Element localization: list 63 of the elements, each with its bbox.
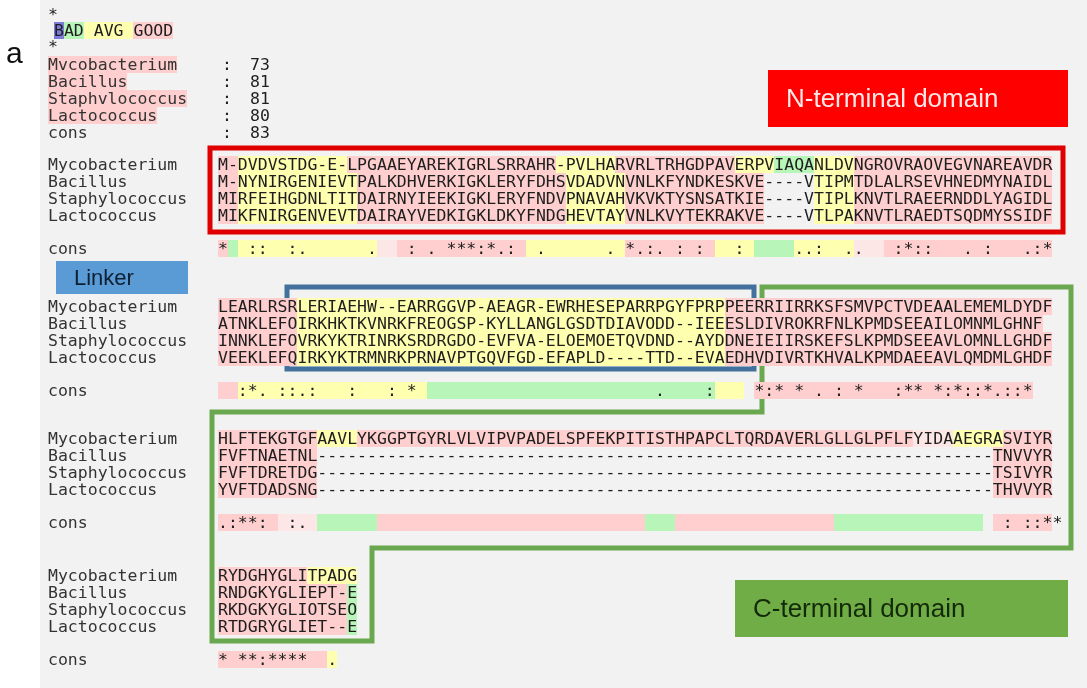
sequence-text: ATNKLEFOIRKHKTKVNRKFREOGSP-KYLLANGLGSDTDIAVODD--IEEESLDIVROKRFNLKPMDSEEAILOMNMLGHNF [218,315,1043,332]
sequence-text: RTDGRYGLIET--E [218,618,358,635]
domain-label: N-terminal domain [768,70,1068,127]
sequence-text: INNKLEFOVRKYKTRINRKSRDRGDO-EVFVA-ELOEMOETQVDND--AYDDNEIEIIRSKEFSLKPMDSEEAVLOMNLLGHDF [218,332,1053,349]
species-name: Staphylococcus [48,601,188,618]
consensus-label: cons [48,651,88,668]
consensus-symbols: * :: :. . : . ***:*.: . . *.:. : : : ..: .. :*:: . : .:* [218,240,1053,257]
species-name: Lactococcus [48,107,158,124]
species-name: Staphvlococcus [48,90,188,107]
species-name: Mycobacterium [48,298,178,315]
colon-separator: : [222,73,232,90]
sequence-text: MIRFEIHGDNLTITDAIRNYIEEKIGKLERYFNDVPNAVAHVKVKTYSNSATKIE----VTIPLKNVTLRAEERNDDLYAGIDL [218,190,1053,207]
sequence-text: M-DVDVSTDG-E-LPGAAEYAREKIGRLSRRAHR-PVLHARVRLTRHGDPAVERPVIAQANLDVNGROVRAOVEGVNAREAVDR [218,156,1053,173]
domain-outline [207,145,1066,235]
sequence-text: HLFTEKGTGFAAVLYKGGPTGYRLVLVIPVPADELSPFEKPITISTHPAPCLTQRDAVERLGLLGLPFLFYIDAAEGRASVIYR [218,430,1053,447]
sequence-text: M-NYNIRGENIEVTPALKDHVERKIGKLERYFDHSVDADVNVNLKFYNDKESKVE----VTIPMTDLALRSEVHNEDMYNAIDL [218,173,1053,190]
domain-label: C-terminal domain [735,580,1068,637]
species-name: Bacillus [48,173,128,190]
consensus-symbols: * **:**** . [218,651,338,668]
sequence-text: FVFTNAETNL--------------------------------------------------------------------TNVVYR [218,447,1053,464]
colon-separator: : [222,107,232,124]
sequence-text: RYDGHYGLITPADG [218,567,358,584]
species-name: Bacillus [48,584,128,601]
species-name: Bacillus [48,73,128,90]
species-name: Lactococcus [48,207,158,224]
species-name: Lactococcus [48,618,158,635]
consensus-label: cons [48,514,88,531]
asterisk-mark: * [48,38,58,55]
domain-outline [209,284,1074,644]
sequence-text: VEEKLEFQIRKYKTRMNRKPRNAVPTGQVFGD-EFAPLD----TTD--EVAEDHVDIVRTKHVALKPMDAEEAVLQMDMLGHDF [218,349,1053,366]
consensus-symbols: .:**: :. : ::** [218,514,1063,531]
species-name: Mycobacterium [48,567,178,584]
species-name: Lactococcus [48,481,158,498]
consensus-label: cons [48,382,88,399]
species-name: Staphylococcus [48,190,188,207]
species-name: Staphylococcus [48,332,188,349]
sequence-text: RKDGKYGLIOTSEO [218,601,358,618]
species-name: cons [48,124,88,141]
panel-letter: a [6,36,23,70]
sequence-text: RNDGKYGLIEPT-E [218,584,358,601]
colon-separator: : [222,124,232,141]
species-name: Staphylococcus [48,464,188,481]
species-name: Lactococcus [48,349,158,366]
score-number: 73 [250,56,270,73]
colon-separator: : [222,90,232,107]
score-number: 83 [250,124,270,141]
species-name: Bacillus [48,315,128,332]
consensus-symbols: :*. ::.: : : * . : *:* * . : * :** *:*::*.::* [218,382,1033,399]
colon-separator: : [222,56,232,73]
score-number: 81 [250,73,270,90]
species-name: Mycobacterium [48,430,178,447]
asterisk-mark: * [48,6,58,23]
sequence-text: YVFTDADSNG--------------------------------------------------------------------THVVYR [218,481,1053,498]
species-name: Bacillus [48,447,128,464]
score-number: 80 [250,107,270,124]
sequence-text: LEARLRSRLERIAEHW--EARRGGVP-AEAGR-EWRHESEPARRPGYFPRPPEERRIIRRKSFSMVPCTVDEAALEMEMLDYDF [218,298,1053,315]
species-name: Mycobacterium [48,156,178,173]
consensus-label: cons [48,240,88,257]
species-name: Mvcobacterium [48,56,178,73]
domain-label: Linker [56,261,188,294]
sequence-text: FVFTDRETDG--------------------------------------------------------------------TSIVYR [218,464,1053,481]
score-number: 81 [250,90,270,107]
sequence-text: MIKFNIRGENVEVTDAIRAYVEDKIGKLDKYFNDGHEVTAYVNLKVYTEKRAKVE----VTLPAKNVTLRAEDTSQDMYSSIDF [218,207,1053,224]
